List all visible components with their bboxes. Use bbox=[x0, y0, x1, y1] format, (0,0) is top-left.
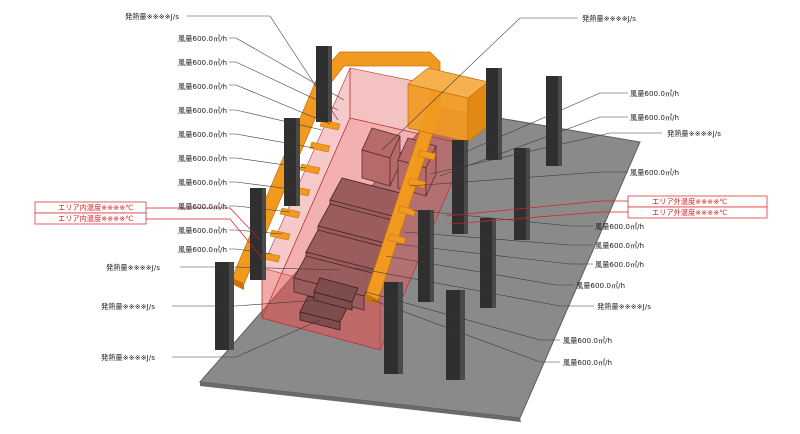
pillar bbox=[452, 140, 468, 234]
floor-slab-edge bbox=[200, 382, 521, 422]
labels-right: 発熱量※※※※J/s 風量600.0㎥/h 風量600.0㎥/h 発熱量※※※※… bbox=[563, 14, 721, 367]
airflow-label: 風量600.0㎥/h bbox=[178, 130, 227, 139]
airflow-label: 風量600.0㎥/h bbox=[595, 222, 644, 231]
heat-label: 発熱量※※※※J/s bbox=[667, 129, 721, 138]
equipment-lower bbox=[299, 277, 359, 331]
airflow-label: 風量600.0㎥/h bbox=[563, 336, 612, 345]
pillar bbox=[446, 290, 465, 380]
airflow-label: 風量600.0㎥/h bbox=[178, 34, 227, 43]
pillar bbox=[384, 282, 403, 374]
outer-temp-label: エリア外温度※※※※℃ bbox=[652, 197, 727, 206]
inner-temp-label: エリア内温度※※※※℃ bbox=[58, 214, 133, 223]
heat-label: 発熱量※※※※J/s bbox=[582, 14, 636, 23]
area-temp-labels: エリア内温度※※※※℃ エリア内温度※※※※℃ エリア外温度※※※※℃ エリア外… bbox=[34, 195, 768, 225]
pillar bbox=[250, 188, 266, 280]
heat-label: 発熱量※※※※J/s bbox=[597, 302, 651, 311]
heat-label: 発熱量※※※※J/s bbox=[125, 12, 179, 21]
heat-label: 発熱量※※※※J/s bbox=[106, 263, 160, 272]
inner-temp-label: エリア内温度※※※※℃ bbox=[58, 203, 133, 212]
airflow-label: 風量600.0㎥/h bbox=[178, 58, 227, 67]
airflow-label: 風量600.0㎥/h bbox=[178, 226, 227, 235]
airflow-label: 風量600.0㎥/h bbox=[630, 113, 679, 122]
pillar bbox=[316, 46, 332, 122]
leader-lines-red bbox=[146, 200, 628, 259]
pillar bbox=[284, 118, 300, 206]
leader-lines-right bbox=[355, 17, 662, 363]
airflow-label: 風量600.0㎥/h bbox=[595, 260, 644, 269]
outer-temp-label: エリア外温度※※※※℃ bbox=[652, 208, 727, 217]
airflow-label: 風量600.0㎥/h bbox=[630, 168, 679, 177]
pillar bbox=[480, 218, 496, 308]
airflow-label: 風量600.0㎥/h bbox=[178, 154, 227, 163]
airflow-label: 風量600.0㎥/h bbox=[178, 106, 227, 115]
airflow-label: 風量600.0㎥/h bbox=[178, 178, 227, 187]
airflow-label: 風量600.0㎥/h bbox=[595, 241, 644, 250]
pillar bbox=[514, 148, 530, 240]
labels-left: 発熱量※※※※J/s 風量600.0㎥/h 風量600.0㎥/h 風量600.0… bbox=[101, 12, 227, 362]
airflow-label: 風量600.0㎥/h bbox=[178, 82, 227, 91]
heat-label: 発熱量※※※※J/s bbox=[101, 353, 155, 362]
airflow-label: 風量600.0㎥/h bbox=[178, 245, 227, 254]
heat-label: 発熱量※※※※J/s bbox=[101, 302, 155, 311]
airflow-label: 風量600.0㎥/h bbox=[630, 89, 679, 98]
duct-nozzles-right bbox=[387, 149, 437, 245]
airflow-label: 風量600.0㎥/h bbox=[576, 281, 625, 290]
airflow-label: 風量600.0㎥/h bbox=[178, 202, 227, 211]
pillar bbox=[418, 210, 434, 302]
airflow-label: 風量600.0㎥/h bbox=[563, 358, 612, 367]
pillar bbox=[546, 76, 562, 166]
pillar bbox=[486, 68, 502, 160]
leader-lines-left bbox=[172, 15, 345, 358]
